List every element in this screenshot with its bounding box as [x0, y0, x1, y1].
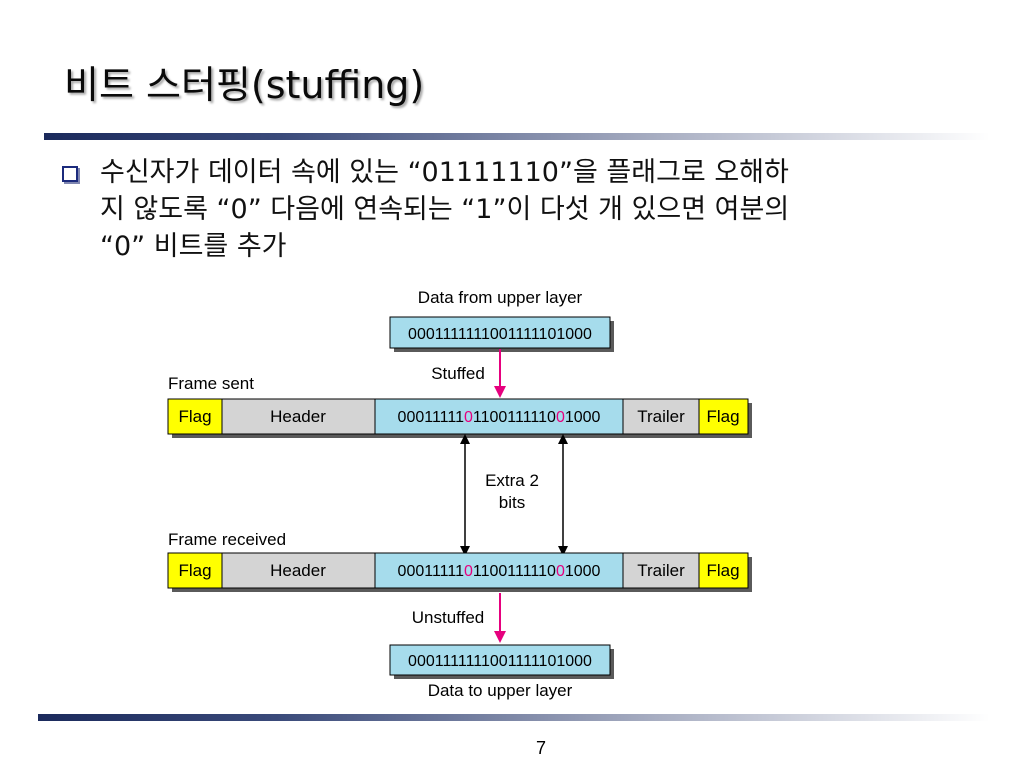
- extra-bit-arrow-right-top: [558, 434, 568, 444]
- title-divider: [44, 133, 990, 140]
- frame-received-trailer: [622, 552, 700, 589]
- stuffed-label: Stuffed: [431, 364, 485, 383]
- frame-sent-trailer: [622, 398, 700, 435]
- frame-sent-trailer-label: Trailer: [637, 407, 685, 426]
- footer-divider: [38, 714, 990, 721]
- extra-bit-arrow-left-bottom: [460, 546, 470, 556]
- extra-bit-arrow-right-bottom: [558, 546, 568, 556]
- extra-bits-label-line1: Extra 2: [485, 471, 539, 490]
- frame-received-flag-right-label: Flag: [706, 561, 739, 580]
- frame-sent-flag-left-label: Flag: [178, 407, 211, 426]
- frame-sent-flag-right-label: Flag: [706, 407, 739, 426]
- frame-sent-header: [221, 398, 376, 435]
- frame-received-label: Frame received: [168, 530, 286, 549]
- frame-sent-label: Frame sent: [168, 374, 254, 393]
- frame-sent-stuffed-bits: 000111110110011111001000: [398, 409, 601, 426]
- frame-received-flag-left: [167, 552, 223, 589]
- extra-bit-arrow-left-top: [460, 434, 470, 444]
- frame-received-trailer-label: Trailer: [637, 561, 685, 580]
- frame-received-data: [374, 552, 624, 589]
- data-to-upper-label: Data to upper layer: [428, 681, 573, 700]
- frame-received-stuffed-bits: 000111110110011111001000: [398, 563, 601, 580]
- frame-sent-header-label: Header: [270, 407, 326, 426]
- page-number: 7: [536, 738, 547, 758]
- bullet-text: 수신자가 데이터 속에 있는 “01111110”을 플래그로 오해하 지 않도…: [100, 154, 960, 265]
- lower-data-bits: 0001111111001111101000: [408, 653, 592, 670]
- frame-sent-flag-right: [698, 398, 749, 435]
- upper-data-bits: 0001111111001111101000: [408, 326, 592, 343]
- upper-data-box: [389, 316, 611, 349]
- frame-received-header: [221, 552, 376, 589]
- checkbox-bullet-icon: [62, 166, 78, 182]
- frame-sent-data: [374, 398, 624, 435]
- frame-sent-flag-left: [167, 398, 223, 435]
- stuffed-arrow-head: [494, 386, 506, 398]
- unstuffed-arrow-head: [494, 631, 506, 643]
- frame-received-header-label: Header: [270, 561, 326, 580]
- extra-bits-label-line2: bits: [499, 493, 525, 512]
- data-from-upper-label: Data from upper layer: [418, 288, 583, 307]
- page-title: 비트 스터핑(stuffing): [64, 63, 425, 107]
- bullet-line-2: 지 않도록 “0” 다음에 연속되는 “1”이 다섯 개 있으면 여분의: [100, 194, 790, 225]
- unstuffed-label: Unstuffed: [412, 608, 484, 627]
- frame-received-flag-right: [698, 552, 749, 589]
- bullet-line-3: “0” 비트를 추가: [100, 231, 287, 262]
- lower-data-box: [389, 644, 611, 676]
- frame-received-flag-left-label: Flag: [178, 561, 211, 580]
- bullet-line-1: 수신자가 데이터 속에 있는 “01111110”을 플래그로 오해하: [100, 157, 789, 188]
- bullet-item: 수신자가 데이터 속에 있는 “01111110”을 플래그로 오해하 지 않도…: [60, 154, 960, 265]
